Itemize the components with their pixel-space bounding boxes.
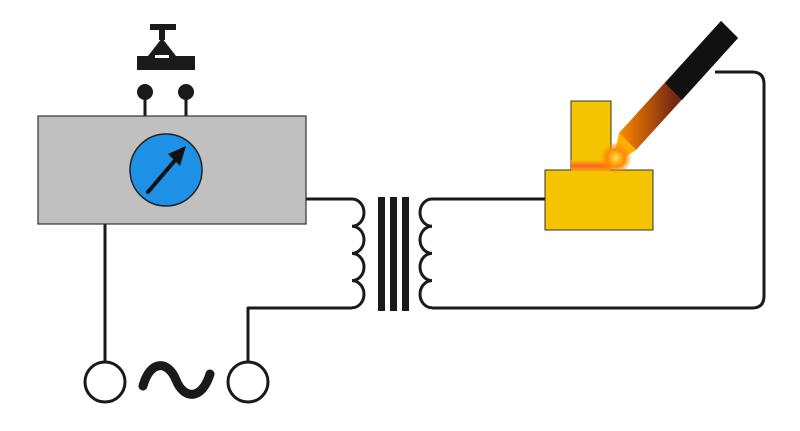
ac-terminal-right: [226, 360, 270, 404]
switch-terminal-left: [137, 84, 153, 100]
secondary-coil: [418, 197, 433, 310]
control-unit: [37, 115, 307, 225]
ac-source: [83, 360, 270, 404]
switch-triangle: [148, 38, 176, 56]
switch: [137, 24, 195, 118]
ac-tilde-icon: [138, 361, 215, 399]
gauge-needle-arrow-icon: [168, 146, 186, 166]
ac-terminal-left: [83, 360, 127, 404]
wires: [103, 70, 766, 368]
electrode: [600, 21, 738, 174]
switch-stem: [159, 30, 165, 40]
primary-coil-left-arcs: [340, 213, 352, 295]
workpiece-base: [544, 169, 654, 231]
transformer-core-right: [402, 197, 409, 311]
primary-coil: [351, 197, 366, 310]
gauge-needle: [146, 156, 179, 194]
switch-bar-gap: [155, 55, 169, 58]
switch-terminal-right: [178, 84, 194, 100]
switch-cap: [150, 24, 176, 30]
gauge: [129, 133, 203, 207]
switch-bar: [137, 56, 195, 70]
electrode-rod-dark: [665, 21, 738, 100]
wire-primary-bottom-to-ac-right: [246, 306, 352, 368]
transformer-core-mid: [390, 197, 397, 311]
wire-secondary-bottom-to-electrode: [432, 70, 766, 310]
weld-glow: [600, 142, 632, 174]
transformer: [340, 197, 433, 311]
transformer-core-left: [378, 197, 385, 311]
